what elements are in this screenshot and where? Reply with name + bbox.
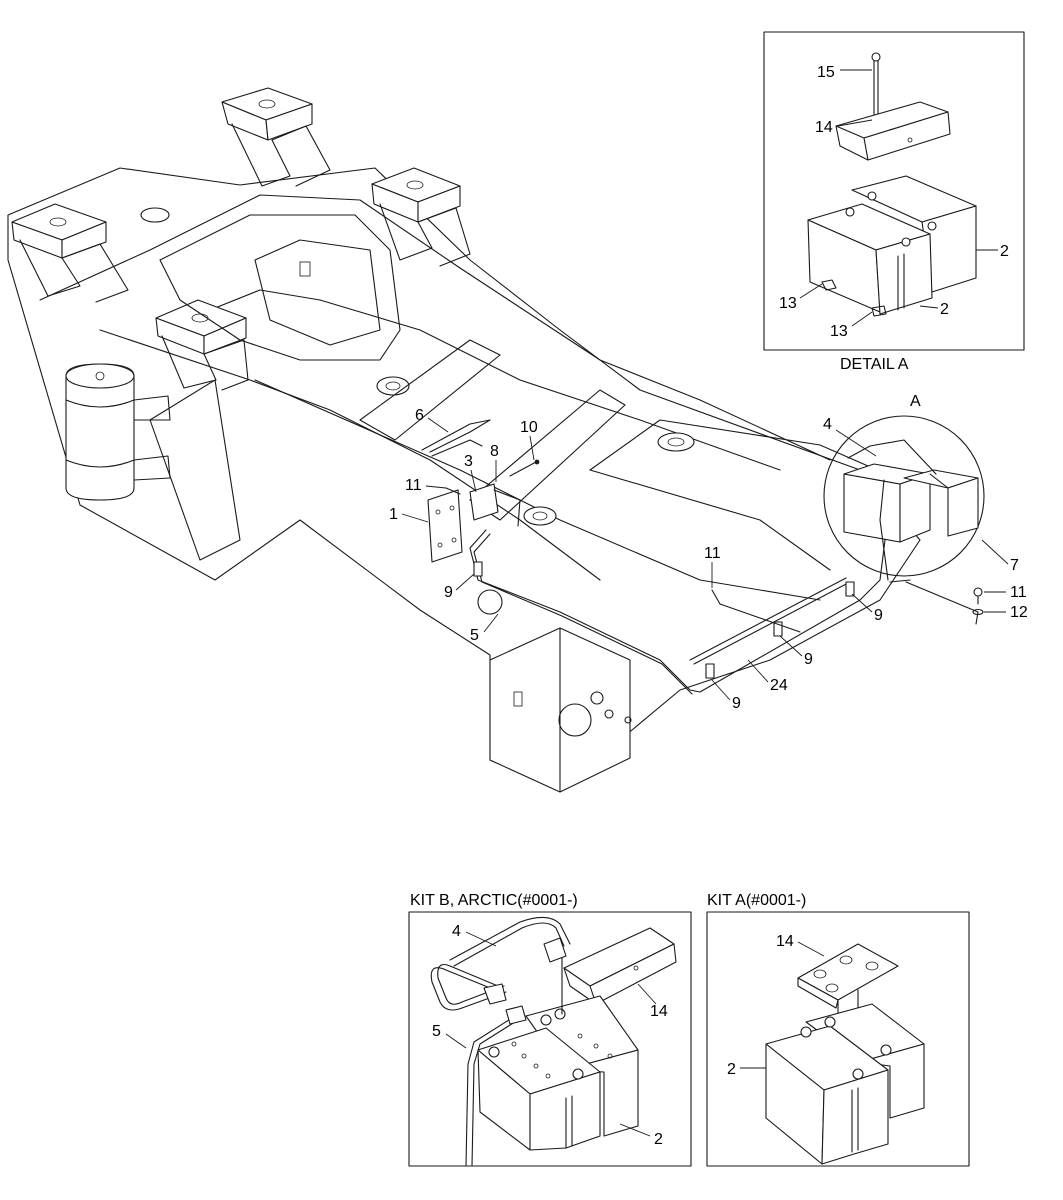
callout-9-left: 9 — [444, 584, 453, 601]
detail-callout-2-bottom: 2 — [940, 301, 949, 318]
kit-b-callout-2: 2 — [654, 1131, 663, 1148]
air-tank — [65, 363, 171, 501]
callout-11-mid: 11 — [704, 545, 721, 562]
callout-9-bottom: 9 — [732, 695, 741, 712]
mount-pad-4 — [155, 299, 249, 391]
swivel-ring-lower — [523, 506, 557, 526]
kit-a-frame — [706, 911, 970, 1167]
callout-24: 24 — [770, 677, 788, 694]
callout-9-right: 9 — [874, 607, 883, 624]
callout-12: 12 — [1010, 604, 1028, 621]
detail-callout-13-left: 13 — [779, 295, 797, 312]
callout-1: 1 — [389, 506, 398, 523]
callout-8: 8 — [490, 443, 499, 460]
callout-4: 4 — [823, 416, 832, 433]
mount-pad-3 — [371, 167, 471, 267]
kit-a-callout-14: 14 — [776, 933, 794, 950]
swivel-ring-center — [376, 376, 410, 396]
callout-5: 5 — [470, 627, 479, 644]
kit-b-callout-14: 14 — [650, 1003, 668, 1020]
detail-callout-13-bottom: 13 — [830, 323, 848, 340]
rear-housing — [477, 589, 632, 793]
main-callouts: 1 3 4 5 6 7 8 9 9 9 9 10 11 11 11 12 24 … — [389, 393, 1028, 712]
kit-a-callout-2: 2 — [727, 1061, 736, 1078]
kit-b-panel: 4 5 14 2 — [408, 911, 692, 1167]
callout-10: 10 — [520, 419, 538, 436]
kit-b-callout-5: 5 — [432, 1023, 441, 1040]
callout-3: 3 — [464, 453, 473, 470]
zoom-label-a: A — [910, 393, 921, 410]
kit-b-callout-4: 4 — [452, 923, 461, 940]
frame-deck — [39, 194, 831, 461]
kit-b-frame — [408, 911, 692, 1167]
detail-callout-15: 15 — [817, 64, 835, 81]
detail-callout-14: 14 — [815, 119, 833, 136]
callout-6: 6 — [415, 407, 424, 424]
swivel-ring-top — [140, 207, 170, 223]
relay-bracket — [421, 419, 521, 563]
kit-b-title: KIT B, ARCTIC(#0001-) — [410, 892, 578, 909]
detail-a-title: DETAIL A — [840, 356, 909, 373]
callout-11-right: 11 — [1010, 584, 1027, 601]
mount-pad-2 — [11, 203, 129, 303]
callout-7: 7 — [1010, 557, 1019, 574]
detail-a-frame — [763, 31, 1025, 351]
main-frame-view — [7, 87, 985, 793]
zoom-circle-a — [823, 415, 985, 577]
mount-pad-1 — [221, 87, 331, 187]
swivel-ring-right — [657, 432, 695, 452]
kit-a-panel: 14 2 — [706, 911, 970, 1167]
kit-a-title: KIT A(#0001-) — [707, 892, 806, 909]
callout-9-mid: 9 — [804, 651, 813, 668]
detail-callout-2-right: 2 — [1000, 243, 1009, 260]
batteries-in-zoom — [843, 439, 979, 581]
detail-a-panel: 15 14 2 2 13 13 — [763, 31, 1025, 351]
callout-11-left: 11 — [405, 477, 422, 494]
